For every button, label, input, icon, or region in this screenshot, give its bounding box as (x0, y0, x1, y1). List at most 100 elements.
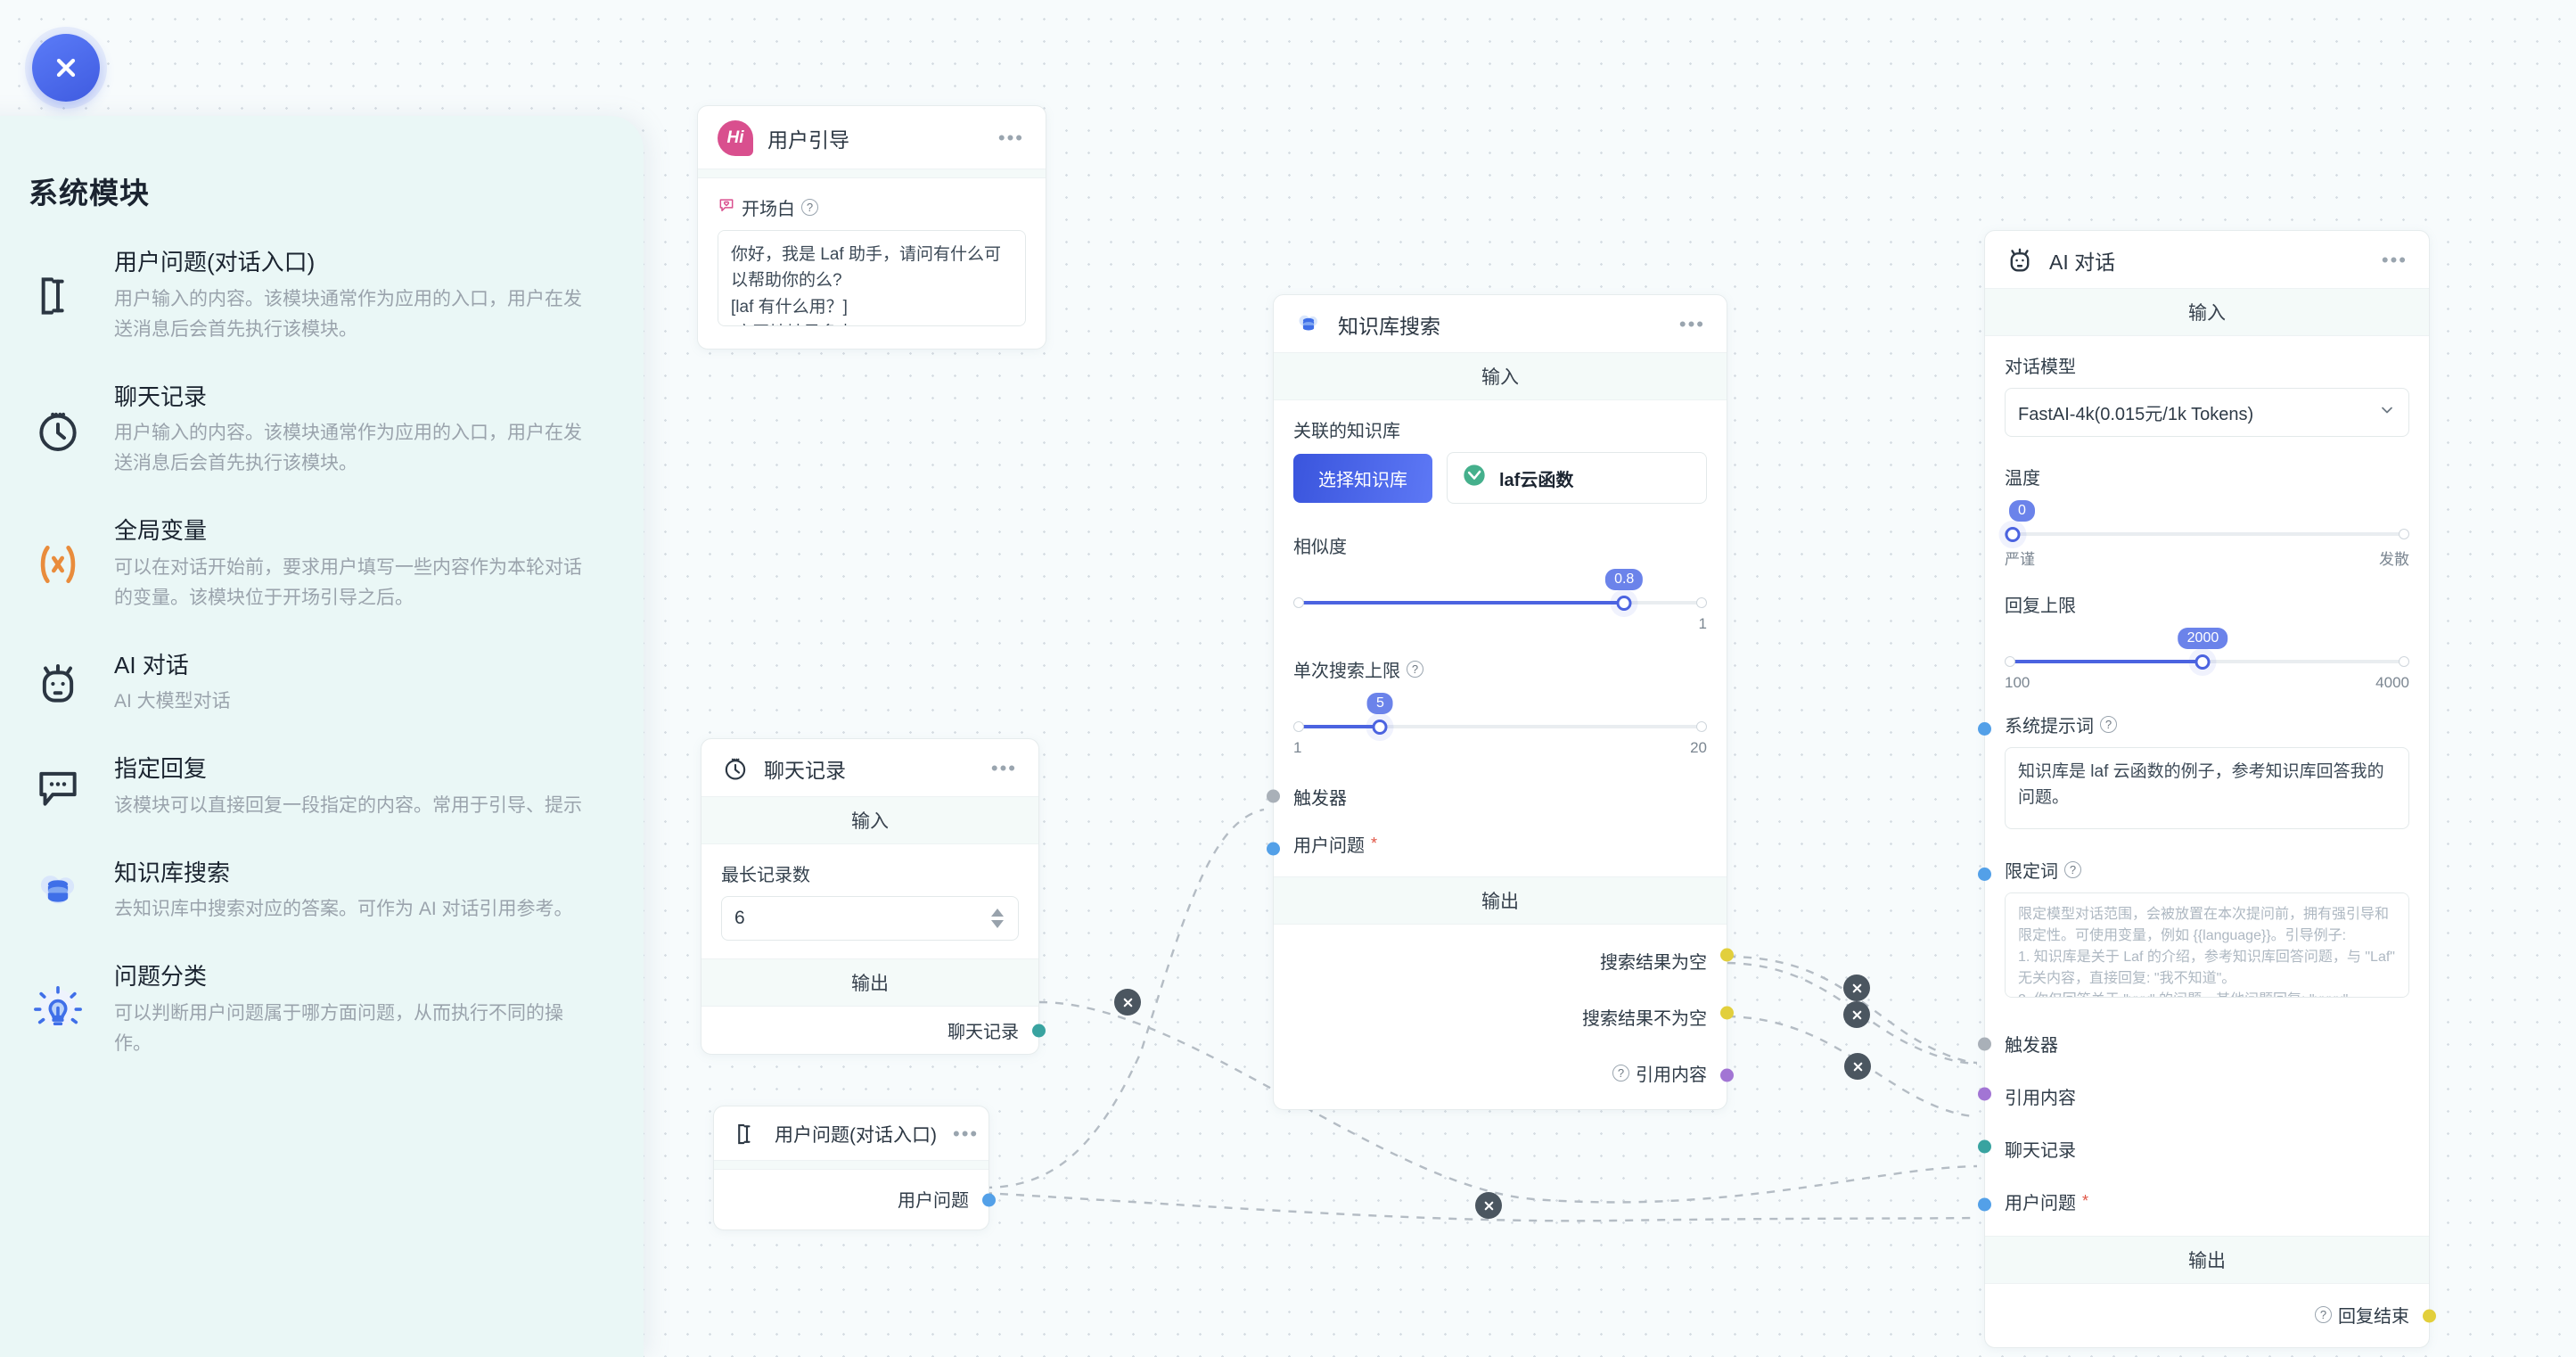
module-desc: 该模块可以直接回复一段指定的内容。常用于引导、提示 (114, 794, 582, 816)
port-label: 用户问题 (1293, 836, 1365, 856)
input-port-row-trigger[interactable]: 触发器 (1267, 771, 1727, 820)
node-chat-history[interactable]: 聊天记录 ••• 输入 最长记录数 6 输出 聊天记录 (701, 738, 1046, 1055)
model-label: 对话模型 (2005, 358, 2076, 377)
input-port-row-quote[interactable]: 引用内容 (1978, 1067, 2429, 1120)
temperature-slider[interactable]: 0 严谨 发散 (2005, 500, 2409, 568)
max-tokens-value-bubble: 2000 (2178, 628, 2228, 649)
limit-prompt-input[interactable] (2005, 892, 2409, 998)
dataset-label: 关联的知识库 (1293, 422, 1400, 441)
node-header[interactable]: 知识库搜索 ••• (1274, 295, 1727, 352)
node-dataset-search[interactable]: 知识库搜索 ••• 输入 关联的知识库 选择知识库 laf云函数 相似度 (1267, 294, 1734, 1110)
output-handle-search-not-empty[interactable] (1720, 1006, 1734, 1019)
max-records-input[interactable]: 6 (721, 896, 1019, 941)
input-handle-system-prompt[interactable] (1978, 722, 1991, 736)
output-port-row-not-empty[interactable]: 搜索结果不为空 (1274, 984, 1734, 1040)
similarity-slider-thumb[interactable] (1616, 596, 1632, 611)
search-limit-slider-thumb[interactable] (1372, 720, 1388, 735)
clock-history-icon (721, 754, 750, 783)
search-limit-slider[interactable]: 5 1 20 (1293, 693, 1707, 756)
slider-range-labels: 严谨 发散 (2005, 547, 2409, 569)
edge-delete-button[interactable] (1475, 1192, 1502, 1219)
help-icon[interactable]: ? (801, 199, 818, 216)
help-icon[interactable]: ? (1612, 1065, 1629, 1081)
node-menu-button[interactable]: ••• (953, 1123, 980, 1145)
similarity-slider[interactable]: 0.8 1 (1293, 569, 1707, 632)
chevron-down-icon (2378, 401, 2396, 424)
input-handle-trigger[interactable] (1978, 1037, 1991, 1050)
dataset-chip[interactable]: laf云函数 (1447, 452, 1707, 504)
output-handle-user-question[interactable] (982, 1193, 996, 1206)
module-item-user-question[interactable]: 用户问题(对话入口) 用户输入的内容。该模块通常作为应用的入口，用户在发送消息后… (29, 248, 590, 345)
input-port-row-user-question[interactable]: 用户问题 * (1267, 820, 1727, 876)
slider-min-dot (1293, 597, 1304, 608)
spinner-down-icon[interactable] (991, 920, 1004, 928)
edge-delete-button[interactable] (1843, 975, 1870, 1001)
opening-text-input[interactable] (718, 230, 1026, 326)
temperature-slider-thumb[interactable] (2005, 527, 2021, 542)
node-header[interactable]: 聊天记录 ••• (701, 739, 1038, 796)
output-handle-search-empty[interactable] (1720, 948, 1734, 961)
node-header[interactable]: Hi 用户引导 ••• (698, 106, 1046, 169)
input-handle-trigger[interactable] (1267, 789, 1280, 802)
edge-delete-button[interactable] (1843, 1001, 1870, 1028)
input-handle-limit-prompt[interactable] (1978, 868, 1991, 881)
node-header[interactable]: 用户问题(对话入口) ••• (714, 1106, 989, 1160)
system-prompt-input[interactable] (2005, 747, 2409, 829)
module-item-specified-reply[interactable]: 指定回复 该模块可以直接回复一段指定的内容。常用于引导、提示 (29, 754, 590, 821)
input-handle-chat-history[interactable] (1978, 1139, 1991, 1153)
node-title: 知识库搜索 (1338, 315, 1440, 338)
module-desc: 用户输入的内容。该模块通常作为应用的入口，用户在发送消息后会首先执行该模块。 (114, 423, 582, 474)
select-dataset-button[interactable]: 选择知识库 (1293, 453, 1432, 503)
help-icon[interactable]: ? (2315, 1306, 2332, 1323)
input-handle-quote[interactable] (1978, 1087, 1991, 1100)
edge-delete-button[interactable] (1844, 1053, 1871, 1080)
module-item-ai-chat[interactable]: AI 对话 AI 大模型对话 (29, 651, 590, 718)
port-label: 用户问题 (898, 1191, 969, 1211)
output-port-row[interactable]: 用户问题 (714, 1169, 996, 1230)
input-port-row-trigger[interactable]: 触发器 (1978, 1020, 2429, 1067)
input-port-row-chat-history[interactable]: 聊天记录 (1978, 1120, 2429, 1172)
max-tokens-slider[interactable]: 2000 100 4000 (2005, 628, 2409, 691)
node-menu-button[interactable]: ••• (2381, 249, 2408, 271)
output-port-row-empty[interactable]: 搜索结果为空 (1274, 925, 1734, 984)
port-label: 引用内容 (2005, 1089, 2076, 1108)
edge-delete-button[interactable] (1114, 989, 1141, 1016)
number-spinner[interactable] (991, 909, 1004, 928)
spinner-up-icon[interactable] (991, 909, 1004, 917)
module-item-dataset-search[interactable]: 知识库搜索 去知识库中搜索对应的答案。可作为 AI 对话引用参考。 (29, 859, 590, 925)
input-port-row-user-question[interactable]: 用户问题* (1978, 1172, 2429, 1236)
module-item-question-classify[interactable]: 问题分类 可以判断用户问题属于哪方面问题，从而执行不同的操作。 (29, 962, 590, 1059)
node-user-question[interactable]: 用户问题(对话入口) ••• 用户问题 (713, 1106, 996, 1230)
slider-max-dot (1696, 597, 1707, 608)
output-port-row-quote[interactable]: ? 引用内容 (1274, 1040, 1734, 1109)
input-handle-user-question[interactable] (1978, 1197, 1991, 1211)
temperature-max-label: 发散 (2379, 551, 2409, 568)
output-handle-quote[interactable] (1720, 1068, 1734, 1081)
help-icon[interactable]: ? (2100, 716, 2117, 733)
node-menu-button[interactable]: ••• (997, 127, 1024, 149)
slider-max-dot (2399, 529, 2409, 539)
output-section-label: 输出 (1274, 876, 1727, 925)
help-icon[interactable]: ? (2064, 861, 2081, 878)
help-icon[interactable]: ? (1407, 661, 1423, 678)
output-port-row[interactable]: 聊天记录 (701, 1007, 1046, 1054)
module-desc: 可以判断用户问题属于哪方面问题，从而执行不同的操作。 (114, 1002, 563, 1054)
module-item-global-variable[interactable]: 全局变量 可以在对话开始前，要求用户填写一些内容作为本轮对话的变量。该模块位于开… (29, 516, 590, 613)
output-port-row-reply-end[interactable]: ? 回复结束 (1985, 1284, 2436, 1347)
slider-max-label: 20 (1690, 739, 1707, 756)
limit-prompt-label: 限定词 ? (2005, 857, 2409, 883)
module-item-chat-history[interactable]: 聊天记录 用户输入的内容。该模块通常作为应用的入口，用户在发送消息后会首先执行该… (29, 382, 590, 480)
node-ai-chat[interactable]: AI 对话 ••• 输入 对话模型 FastAI-4k(0.015元/1k To… (1978, 230, 2436, 1348)
port-label: 触发器 (2005, 1036, 2058, 1056)
node-menu-button[interactable]: ••• (990, 757, 1017, 779)
model-select[interactable]: FastAI-4k(0.015元/1k Tokens) (2005, 388, 2409, 437)
output-handle-reply-end[interactable] (2423, 1309, 2436, 1322)
node-menu-button[interactable]: ••• (1678, 313, 1705, 335)
max-tokens-slider-thumb[interactable] (2195, 654, 2211, 670)
required-mark: * (1371, 835, 1378, 852)
input-handle-user-question[interactable] (1267, 842, 1280, 855)
node-user-guide[interactable]: Hi 用户引导 ••• 开场白 ? (697, 105, 1046, 350)
node-header[interactable]: AI 对话 ••• (1985, 231, 2429, 288)
close-panel-button[interactable] (32, 34, 100, 102)
output-handle-chat-history[interactable] (1032, 1024, 1046, 1037)
